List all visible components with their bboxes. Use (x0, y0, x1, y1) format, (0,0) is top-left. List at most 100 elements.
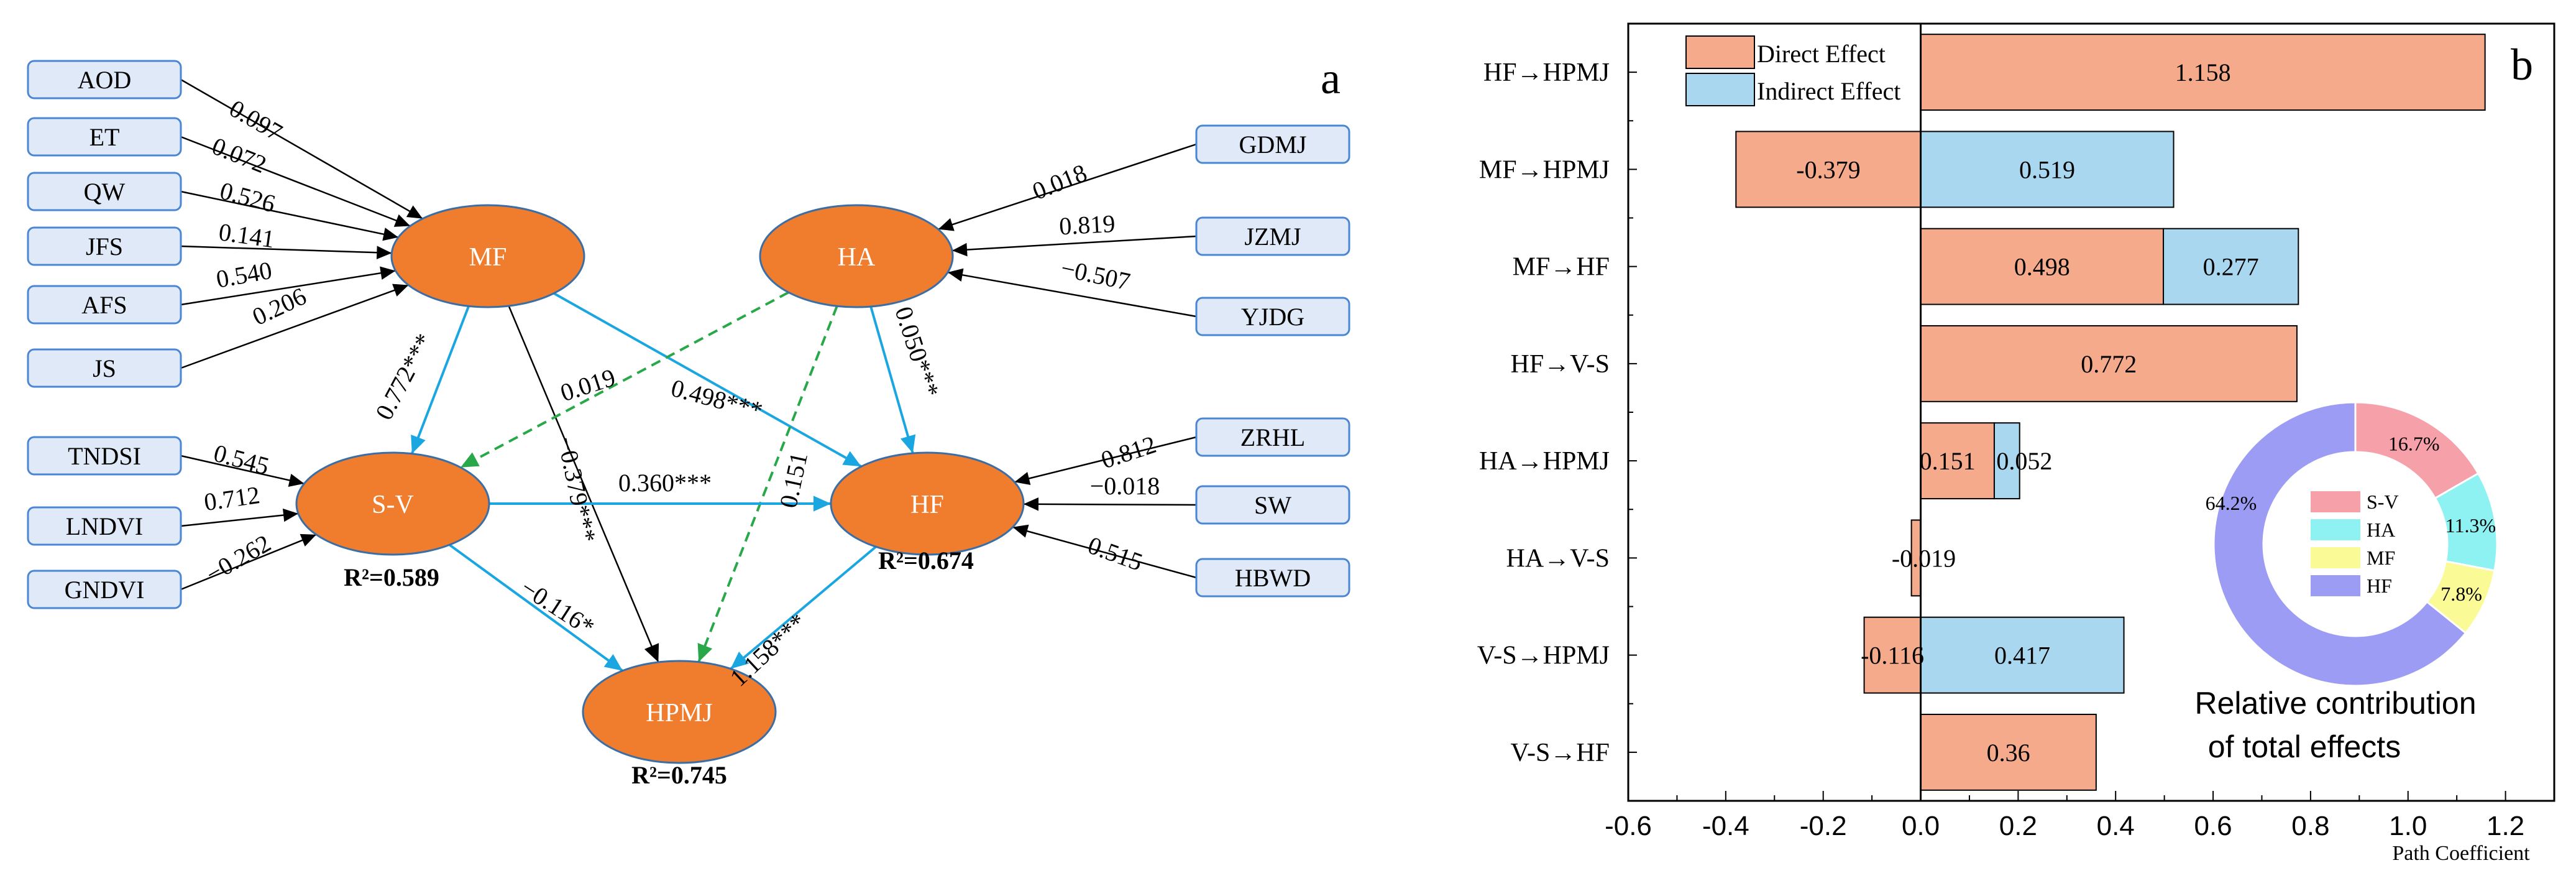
observed-node-aod: AOD (27, 60, 182, 99)
observed-node-et: ET (27, 117, 182, 157)
loading-label-afs: 0.540 (214, 256, 273, 293)
loading-label-sw: −0.018 (1090, 472, 1160, 500)
path-edges (411, 291, 916, 672)
arrowhead (392, 284, 409, 297)
observed-node-zrhl: ZRHL (1195, 417, 1350, 457)
path-label-mf-hf: 0.498*** (668, 374, 766, 425)
bar-direct-0 (1920, 34, 2486, 111)
loading-line-gdmj (938, 143, 1197, 230)
latent-node-mf: MF (390, 204, 585, 308)
data-label-direct-7: 0.36 (1987, 739, 2030, 767)
bar-series: 1.1580.519-0.3790.2770.4980.7720.0520.15… (1735, 34, 2486, 791)
observed-label: AOD (78, 66, 132, 94)
legend-swatch-indirect (1685, 73, 1755, 106)
coefficient-labels: 0.0970.0720.5260.1410.5400.2060.5450.712… (201, 94, 1160, 691)
x-tick-label: -0.4 (1702, 811, 1749, 841)
y-tick-label-4: HA→HPMJ (1479, 447, 1610, 476)
observed-box (27, 117, 182, 157)
path-ha-hpmj (697, 305, 838, 663)
donut-legend-swatch-mf (2311, 547, 2360, 568)
arrowhead (1023, 497, 1039, 511)
y-tick-label-7: V-S→HF (1510, 739, 1610, 767)
arrowhead (952, 242, 968, 257)
loading-line-hbwd (1012, 526, 1197, 579)
x-tick-label: 0.0 (1902, 811, 1940, 841)
observed-box (1195, 297, 1350, 336)
x-tick-label: 1.2 (2487, 811, 2524, 841)
arrowhead (382, 228, 398, 241)
path-label-ha-hf: 0.050*** (889, 303, 945, 401)
data-label-direct-6: -0.116 (1861, 642, 1924, 670)
donut-legend-swatch-hf (2311, 575, 2360, 596)
panel-b-label: b (2511, 40, 2533, 90)
loading-label-lndvi: 0.712 (202, 481, 261, 516)
data-label-direct-5: -0.019 (1892, 544, 1956, 572)
latent-node-hpmj: HPMJ (582, 660, 777, 764)
loading-label-qw: 0.526 (217, 177, 278, 218)
arrowhead (603, 654, 623, 671)
observed-label: GNDVI (65, 576, 145, 604)
arrowhead (411, 434, 426, 454)
loading-line-jzmj (951, 235, 1197, 252)
observed-node-hbwd: HBWD (1195, 558, 1350, 598)
latent-label: HPMJ (646, 699, 712, 727)
x-tick-label: -0.2 (1800, 811, 1847, 841)
arrowhead (300, 533, 316, 547)
path-ha-hf (869, 306, 914, 454)
observed-box (27, 172, 182, 211)
observed-node-jzmj: JZMJ (1195, 216, 1350, 256)
data-label-indirect-1: 0.519 (2019, 155, 2075, 183)
y-tick-label-2: MF→HF (1513, 253, 1610, 282)
observed-label: TNDSI (68, 442, 141, 470)
x-tick-label: 0.8 (2291, 811, 2329, 841)
loading-line-js (180, 284, 409, 369)
observed-label: GDMJ (1239, 131, 1307, 159)
observed-label: QW (84, 178, 126, 206)
loading-label-zrhl: 0.812 (1098, 430, 1160, 474)
observed-label: JZMJ (1244, 223, 1301, 251)
arrowhead (900, 434, 916, 453)
observed-box (27, 570, 182, 609)
observed-box (27, 60, 182, 99)
arrowhead (380, 266, 396, 280)
observed-label: JFS (86, 233, 123, 261)
observed-node-lndvi: LNDVI (27, 506, 182, 546)
donut-label-hf: 64.2% (2206, 492, 2257, 514)
panel-a-label: a (1321, 53, 1341, 103)
donut-legend-label-hf: HF (2367, 575, 2392, 597)
latent-node-hf: HF (830, 451, 1025, 556)
arrowhead (461, 452, 480, 468)
arrowhead (814, 496, 831, 512)
path-label-hf-hpmj: 1.158*** (725, 608, 812, 692)
y-tick-label-1: MF→HPMJ (1479, 155, 1610, 184)
loading-line-tndsi (180, 455, 305, 485)
loading-label-jzmj: 0.819 (1058, 210, 1116, 241)
bar-indirect-1 (1920, 131, 2175, 208)
donut-legend-swatch-s-v (2311, 491, 2360, 512)
loading-line-zrhl (1014, 436, 1197, 483)
path-ha-sv (460, 291, 789, 469)
loading-label-gndvi: −0.262 (201, 529, 275, 588)
path-hf-hpmj (730, 545, 877, 670)
donut-legend-label-ha: HA (2367, 519, 2395, 541)
path-label-mf-hpmj: −0.379*** (552, 434, 602, 545)
arrowhead (644, 643, 659, 662)
loading-line-gndvi (180, 533, 317, 591)
observed-label: SW (1254, 491, 1291, 519)
donut-slices: 16.7%11.3%7.8%64.2% (2206, 401, 2498, 687)
inset-title-line-1: Relative contribution (2194, 686, 2476, 721)
r2-label-hpmj: R²=0.745 (631, 761, 727, 789)
latent-label: HA (838, 243, 876, 272)
latent-node-sv: S-V (295, 451, 490, 556)
observed-node-afs: AFS (27, 285, 182, 325)
bar-direct-1 (1735, 131, 1922, 208)
latent-label: MF (469, 243, 507, 272)
x-tick-label: 0.2 (1999, 811, 2037, 841)
arrowhead (376, 246, 392, 260)
y-tick-label-0: HF→HPMJ (1483, 58, 1610, 87)
bar-indirect-6 (1920, 616, 2125, 694)
observed-box (27, 348, 182, 388)
observed-label: AFS (81, 291, 127, 319)
